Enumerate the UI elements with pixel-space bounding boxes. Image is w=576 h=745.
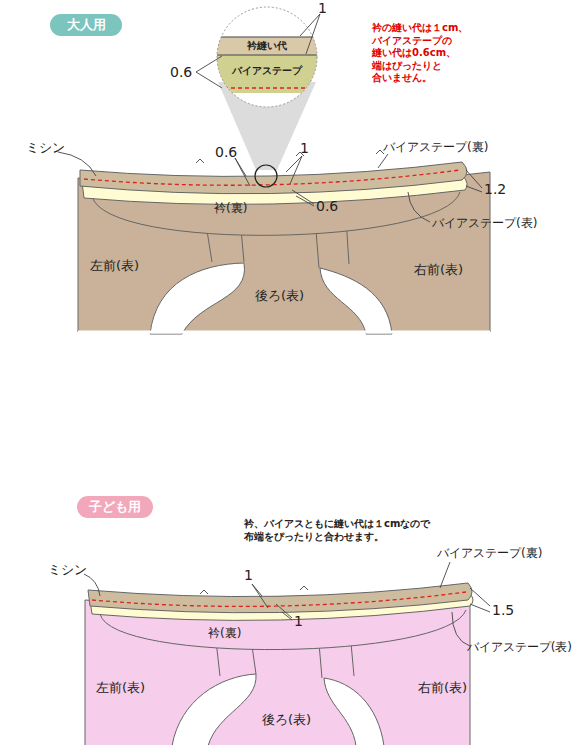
- adult-leaders: [58, 14, 482, 222]
- annotation-note: 衿の縫い代は１cm、 バイアステープの 縫い代は0.6cm、 端はぴったりと 合…: [372, 22, 472, 85]
- adult-garment: [78, 150, 490, 334]
- stitch-label: ミシン: [48, 562, 87, 578]
- dimension-number: 1: [318, 0, 327, 18]
- zoom-spot: [255, 165, 277, 187]
- dimension-number: 1.2: [484, 181, 506, 199]
- part-label: 右前(表): [418, 680, 467, 696]
- part-label: 右前(表): [414, 262, 463, 278]
- dimension-number: 0.6: [170, 64, 192, 82]
- bias-tape-band: バイアステープ: [222, 60, 312, 82]
- child-garment: [85, 583, 473, 745]
- dimension-number: 1: [244, 567, 253, 585]
- part-label: バイアステープ(裏): [383, 140, 488, 155]
- child-leaders: [84, 562, 490, 646]
- part-label: バイアステープ(表): [432, 216, 537, 231]
- dimension-number: 1: [294, 613, 303, 631]
- part-label: バイアステープ(表): [467, 640, 572, 655]
- magnifier-circle: [217, 7, 317, 107]
- part-label: バイアステープ(裏): [437, 546, 542, 561]
- stitch-label: ミシン: [26, 140, 65, 156]
- dimension-number: 1.5: [492, 602, 514, 620]
- node-text: 衿縫い代: [247, 39, 287, 53]
- part-label: 左前(表): [90, 258, 139, 274]
- dimension-number: 0.6: [215, 144, 237, 162]
- part-label: 左前(表): [96, 680, 145, 696]
- node-text: 子ども用: [89, 498, 141, 516]
- part-label: 衿(裏): [208, 626, 241, 641]
- section-badge: 大人用: [50, 14, 122, 36]
- dimension-number: 0.6: [316, 198, 338, 216]
- node-text: 大人用: [67, 16, 106, 34]
- part-label: 衿(裏): [214, 201, 247, 216]
- annotation-note: 衿、バイアスともに縫い代は１cmなので 布端をぴったりと合わせます。: [244, 518, 494, 543]
- section-badge: 子ども用: [77, 496, 153, 518]
- dimension-number: 1: [300, 140, 309, 158]
- magnifier-lens: [210, 0, 330, 120]
- part-label: 後ろ(表): [255, 288, 304, 304]
- part-label: 後ろ(表): [262, 712, 311, 728]
- seam-allowance-band: 衿縫い代: [227, 37, 307, 55]
- node-text: バイアステープ: [232, 64, 302, 78]
